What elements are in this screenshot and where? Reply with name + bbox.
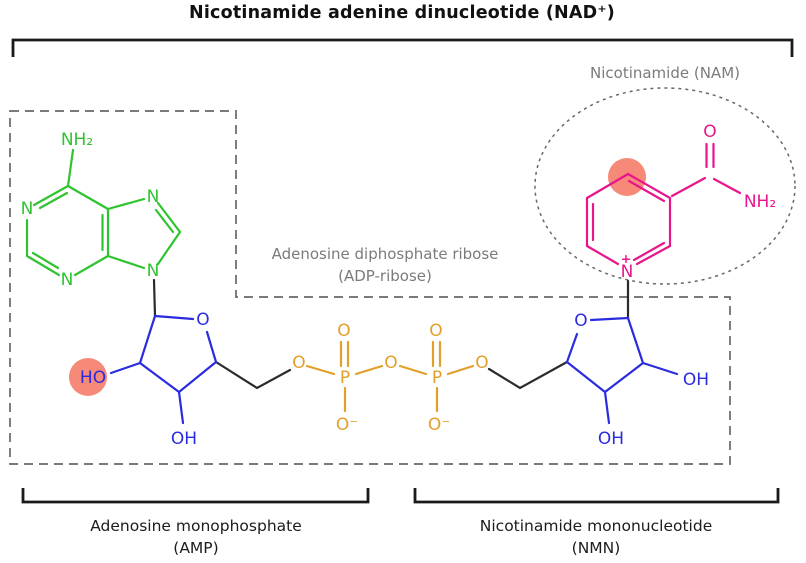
nicotinamide-positive-charge: + [621, 251, 631, 266]
ribose-left-hydroxyl2-label: HO [80, 368, 106, 388]
adenine-bonds [25, 148, 182, 277]
adenine-n7-label: N [147, 187, 160, 207]
nmn-label-line1: Nicotinamide mononucleotide [480, 517, 712, 535]
phosphate2-negative-oxygen-label: O⁻ [428, 415, 450, 435]
amp-label-line1: Adenosine monophosphate [90, 517, 302, 535]
adp-ribose-label-line2: (ADP-ribose) [338, 267, 432, 285]
diphosphate-bonds [305, 364, 475, 413]
adp-ribose-dashed-outline [9, 110, 731, 465]
adp-ribose-label-line1: Adenosine diphosphate ribose [272, 245, 499, 263]
bridge-oxygen-right-label: O [475, 353, 488, 373]
adenine-n3-label: N [61, 270, 74, 290]
ribose-right-ring-oxygen-label: O [574, 311, 587, 331]
amide-oxygen-label: O [703, 122, 716, 142]
bridge-oxygen-left-label: O [292, 353, 305, 373]
adenine-n1-label: N [21, 199, 34, 219]
ribose-left-hydroxyl3-label: OH [171, 429, 197, 449]
nam-region-label: Nicotinamide (NAM) [590, 64, 740, 82]
amp-bracket [21, 488, 370, 504]
nam-dashed-ellipse [534, 87, 796, 285]
amp-label-line2: (AMP) [173, 539, 218, 557]
ribose-right-hydroxyl3-label: OH [598, 429, 624, 449]
nicotinamide-double-bond-lines [591, 142, 715, 262]
highlight-ribose-hydroxyl [69, 358, 107, 396]
nmn-label-line2: (NMN) [572, 539, 621, 557]
highlight-nicotinamide-carbon [608, 158, 646, 196]
phosphorus1-label: P [340, 368, 350, 388]
adenine-double-bond-lines [31, 191, 175, 270]
diphosphate-double-bond-lines [339, 340, 442, 368]
adenine-amine-label: NH₂ [61, 130, 93, 150]
phosphorus2-label: P [432, 368, 442, 388]
phosphate1-double-oxygen-label: O [337, 321, 350, 341]
phosphate1-negative-oxygen-label: O⁻ [336, 415, 358, 435]
ribose-right-bonds [565, 316, 679, 425]
nicotinamide-n-label: N [621, 262, 634, 282]
amide-amine-label: NH₂ [744, 192, 776, 212]
nicotinamide-bonds [585, 172, 742, 266]
ribose-left-bonds [109, 314, 218, 425]
nmn-bracket [413, 488, 780, 504]
ribose-right-hydroxyl2-label: OH [683, 370, 709, 390]
bridge-oxygen-center-label: O [384, 353, 397, 373]
ribose-left-ring-oxygen-label: O [196, 310, 209, 330]
phosphate2-double-oxygen-label: O [429, 321, 442, 341]
nad-bracket [11, 38, 794, 57]
adenine-n9-label: N [147, 261, 160, 281]
glycosidic-and-linker-bonds [152, 278, 630, 390]
figure-title: Nicotinamide adenine dinucleotide (NAD⁺) [189, 3, 615, 23]
